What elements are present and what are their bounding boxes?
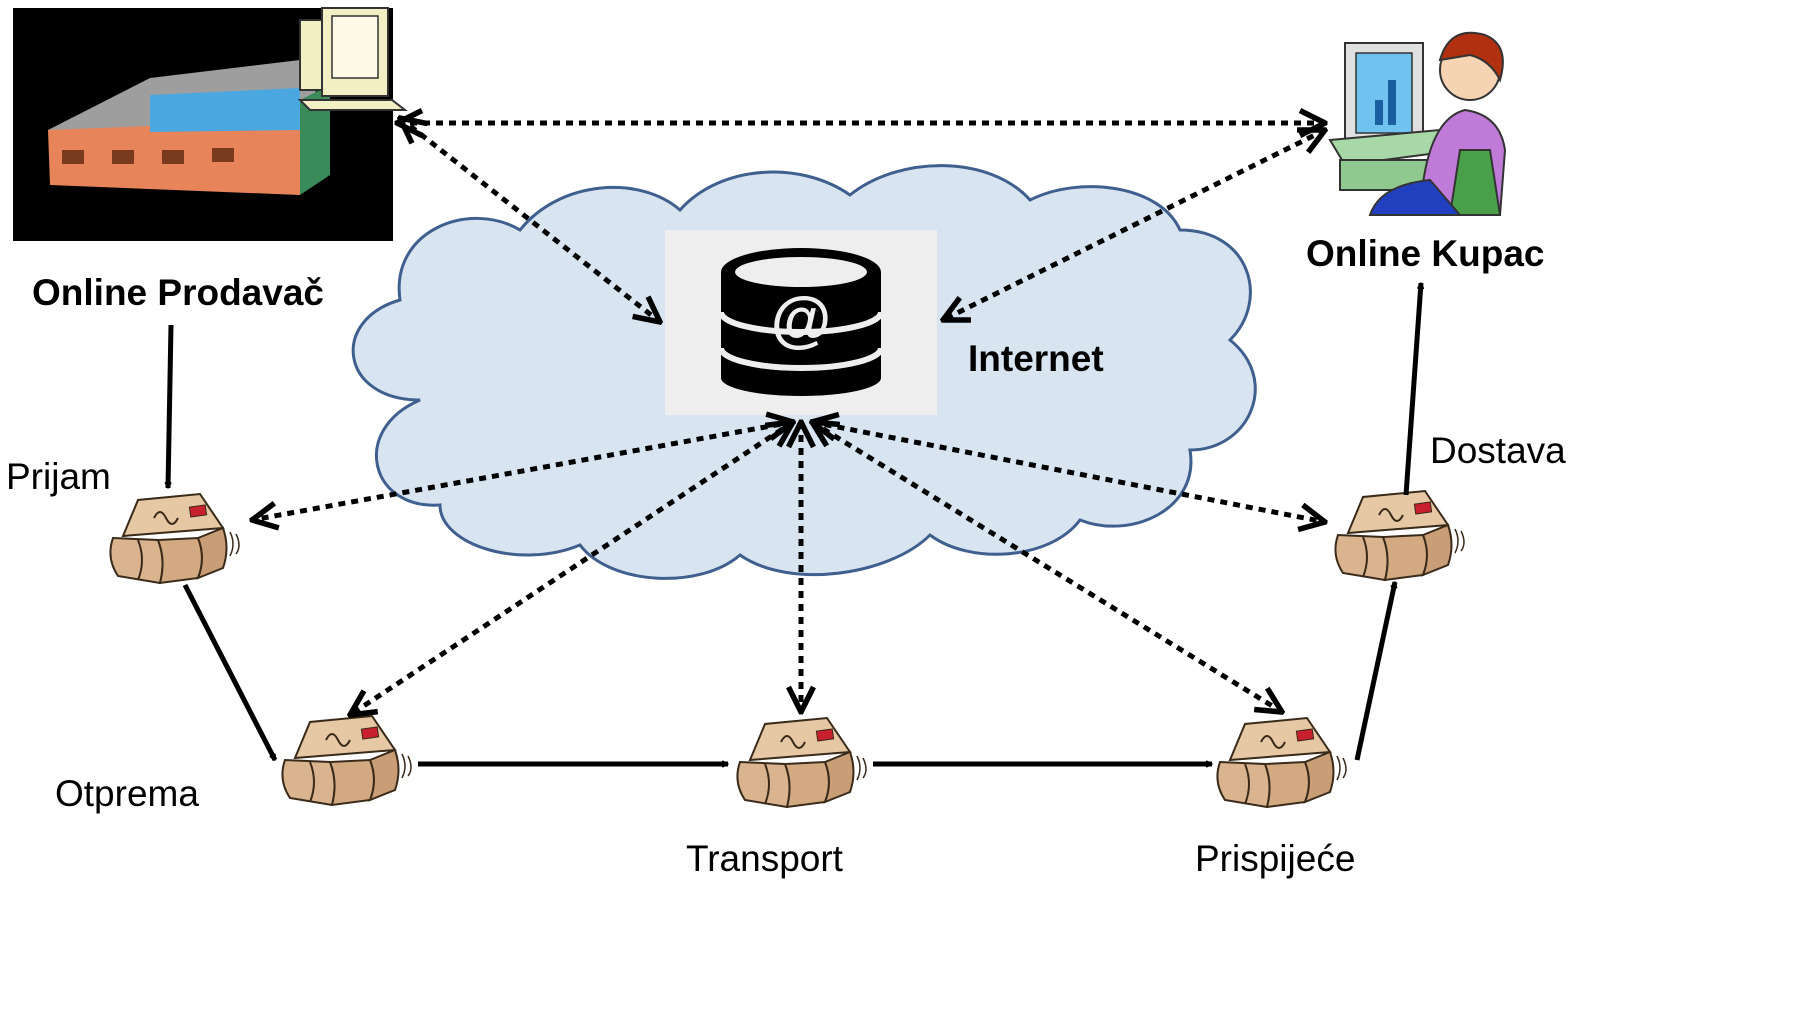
information-flow-arrows (252, 118, 1325, 715)
customer-computer-icon (1328, 31, 1507, 216)
delivery-label: Dostava (1430, 430, 1566, 471)
package-icon-transport (736, 717, 867, 808)
receipt-label: Prijam (6, 456, 111, 497)
arrival-label: Prispijeće (1195, 838, 1356, 879)
database-at-symbol: @ (771, 285, 831, 354)
package-icon-otprema (281, 715, 412, 806)
warehouse-computer-icon (13, 7, 408, 241)
package-icon-prijam (109, 493, 240, 584)
dispatch-label: Otprema (55, 773, 199, 814)
database-icon (665, 230, 937, 415)
package-icon-dostava (1334, 490, 1465, 581)
seller-label: Online Prodavač (32, 272, 324, 313)
transport-label: Transport (686, 838, 843, 879)
buyer-label: Online Kupac (1306, 233, 1545, 274)
internet-label: Internet (968, 338, 1104, 379)
flow-arrows (168, 283, 1421, 764)
package-icon-prispijece (1216, 717, 1347, 808)
